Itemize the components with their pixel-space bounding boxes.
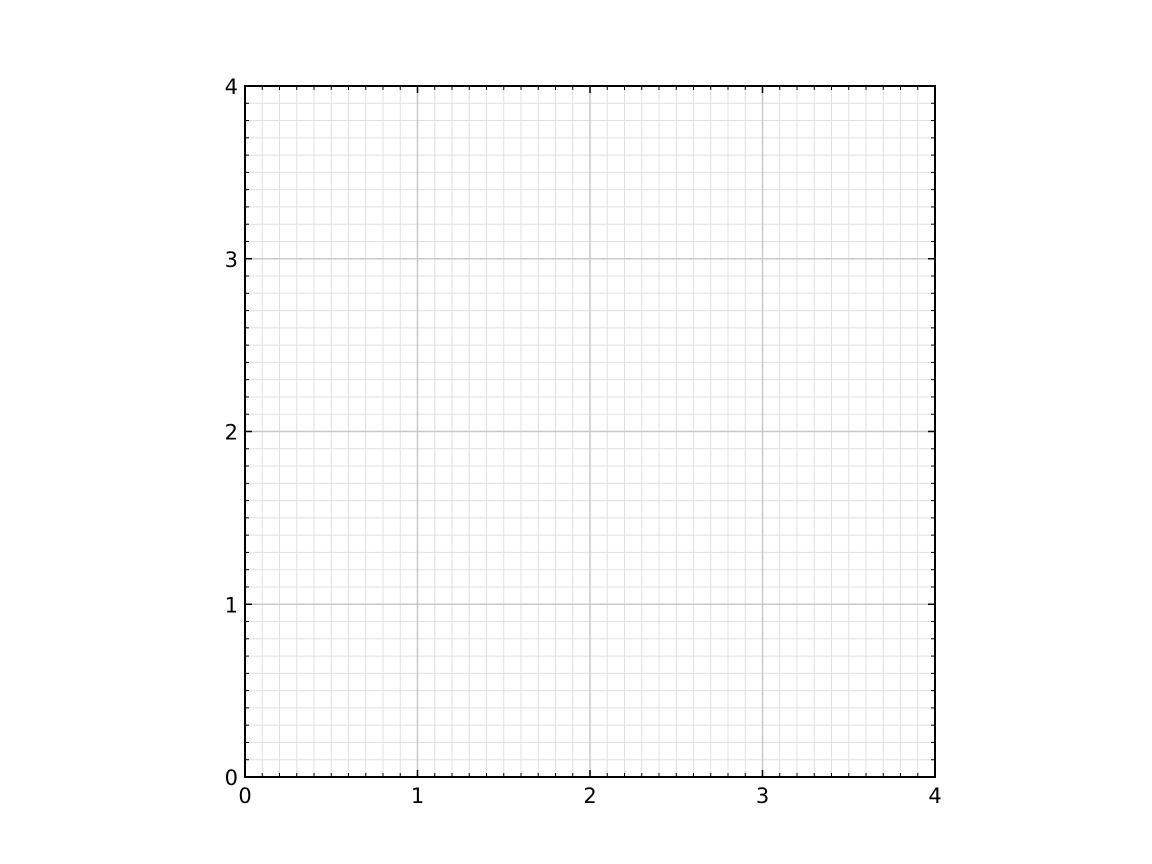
y-tick-label: 4: [225, 75, 238, 99]
y-tick-label: 2: [225, 421, 238, 445]
y-tick-labels: 0 1 2 3 4: [225, 75, 238, 790]
x-tick-label: 3: [756, 784, 769, 808]
x-tick-labels: 0 1 2 3 4: [238, 784, 941, 808]
x-tick-label: 4: [928, 784, 941, 808]
x-tick-label: 0: [238, 784, 251, 808]
major-grid: [245, 86, 935, 777]
y-tick-label: 1: [225, 593, 238, 617]
y-tick-label: 0: [225, 766, 238, 790]
x-tick-label: 2: [583, 784, 596, 808]
y-tick-label: 3: [225, 248, 238, 272]
x-tick-label: 1: [411, 784, 424, 808]
plot-area: 0 1 2 3 4 0 1 2 3 4: [225, 75, 942, 808]
axes-frame: [244, 85, 936, 778]
